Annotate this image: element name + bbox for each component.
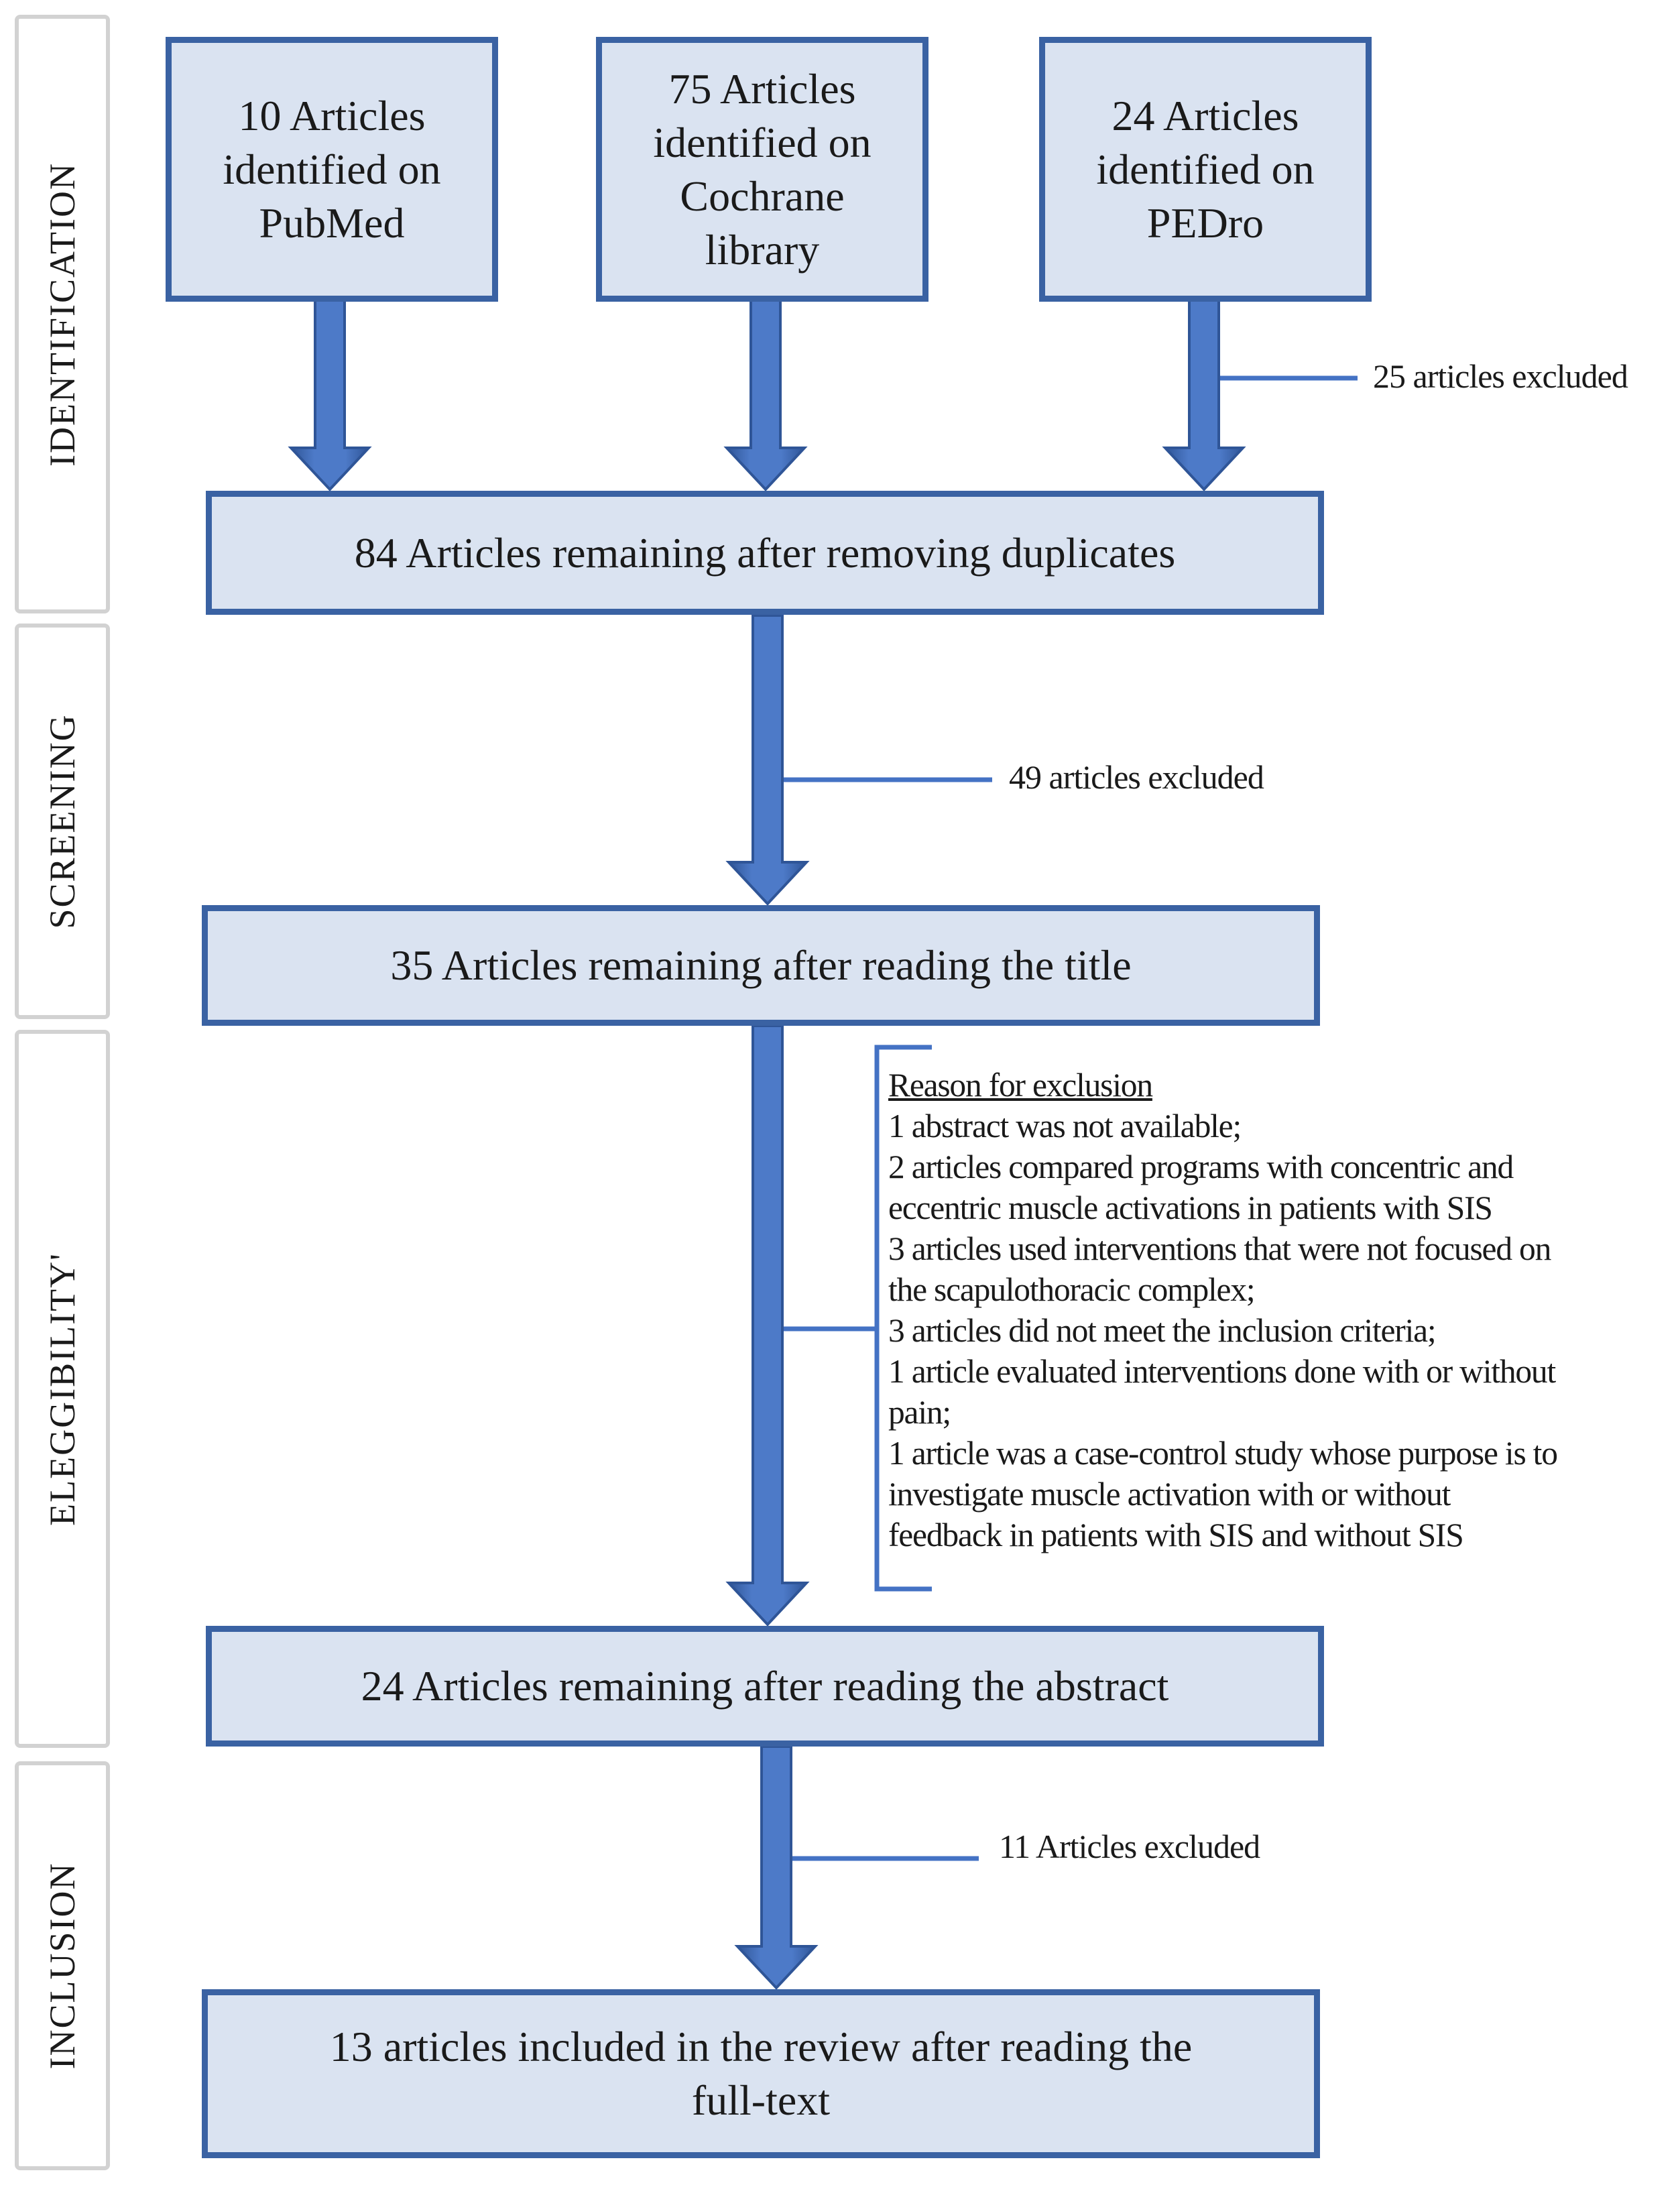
source-line: 24 Articles xyxy=(1112,91,1299,139)
reason-line: eccentric muscle activations in patients… xyxy=(888,1189,1493,1226)
source-line: Cochrane xyxy=(680,172,845,220)
reason-line: 1 article evaluated interventions done w… xyxy=(888,1353,1556,1390)
source-text-pedro: 24 Articles identified on PEDro xyxy=(1069,89,1341,250)
phase-screening: SCREENING xyxy=(15,624,110,1019)
step-box-duplicates: 84 Articles remaining after removing dup… xyxy=(206,491,1324,615)
reason-line: 1 abstract was not available; xyxy=(888,1108,1242,1144)
step-text-duplicates: 84 Articles remaining after removing dup… xyxy=(354,528,1176,577)
reasons-title: Reason for exclusion xyxy=(888,1067,1153,1104)
reason-line: investigate muscle activation with or wi… xyxy=(888,1476,1451,1513)
source-text-cochrane: 75 Articles identified on Cochrane libra… xyxy=(626,62,898,277)
arrow-cochrane-down xyxy=(723,292,808,491)
reason-line: 3 articles used interventions that were … xyxy=(888,1230,1551,1267)
source-line: PEDro xyxy=(1146,198,1264,247)
phase-inclusion: INCLUSION xyxy=(15,1761,110,2170)
reason-line: the scapulothoracic complex; xyxy=(888,1271,1256,1308)
reason-line: feedback in patients with SIS and withou… xyxy=(888,1517,1464,1553)
arrow-duplicates-down xyxy=(725,614,810,906)
reason-line: 2 articles compared programs with concen… xyxy=(888,1148,1514,1185)
exclusion-note-duplicates: 25 articles excluded xyxy=(1373,357,1628,395)
source-line: PubMed xyxy=(259,198,405,247)
arrow-abstract-down xyxy=(734,1745,819,1990)
arrow-pedro-down xyxy=(1162,292,1246,491)
source-line: 75 Articles xyxy=(668,64,856,113)
step-text-title: 35 Articles remaining after reading the … xyxy=(390,941,1132,989)
source-text-pubmed: 10 Articles identified on PubMed xyxy=(196,89,467,250)
exclusion-note-fulltext: 11 Articles excluded xyxy=(999,1828,1260,1865)
exclusion-reasons: Reason for exclusion 1 abstract was not … xyxy=(888,1065,1558,1555)
source-box-pedro: 24 Articles identified on PEDro xyxy=(1039,37,1372,302)
source-line: identified on xyxy=(1096,145,1315,193)
source-line: identified on xyxy=(223,145,441,193)
bracket-exclusion-reasons xyxy=(874,1045,932,1592)
exclusion-note-title: 49 articles excluded xyxy=(1009,758,1264,796)
phase-identification: IDENTIFICATION xyxy=(15,15,110,613)
reason-line: pain; xyxy=(888,1394,951,1431)
source-box-pubmed: 10 Articles identified on PubMed xyxy=(166,37,498,302)
reason-line: 3 articles did not meet the inclusion cr… xyxy=(888,1312,1437,1349)
step-box-title: 35 Articles remaining after reading the … xyxy=(202,905,1320,1026)
reason-line: 1 article was a case-control study whose… xyxy=(888,1435,1558,1472)
step-text-included: 13 articles included in the review after… xyxy=(303,2020,1219,2127)
step-box-included: 13 articles included in the review after… xyxy=(202,1989,1320,2158)
step-box-abstract: 24 Articles remaining after reading the … xyxy=(206,1626,1324,1747)
arrow-pubmed-down xyxy=(288,292,372,491)
arrow-title-down xyxy=(725,1024,810,1627)
step-text-abstract: 24 Articles remaining after reading the … xyxy=(361,1662,1169,1710)
source-line: identified on xyxy=(653,118,872,166)
included-line: full-text xyxy=(691,2076,831,2124)
phase-eligibility: ELEGGIBILITY' xyxy=(15,1030,110,1748)
source-line: library xyxy=(705,225,820,274)
source-line: 10 Articles xyxy=(238,91,426,139)
source-box-cochrane: 75 Articles identified on Cochrane libra… xyxy=(596,37,928,302)
included-line: 13 articles included in the review after… xyxy=(329,2023,1193,2070)
